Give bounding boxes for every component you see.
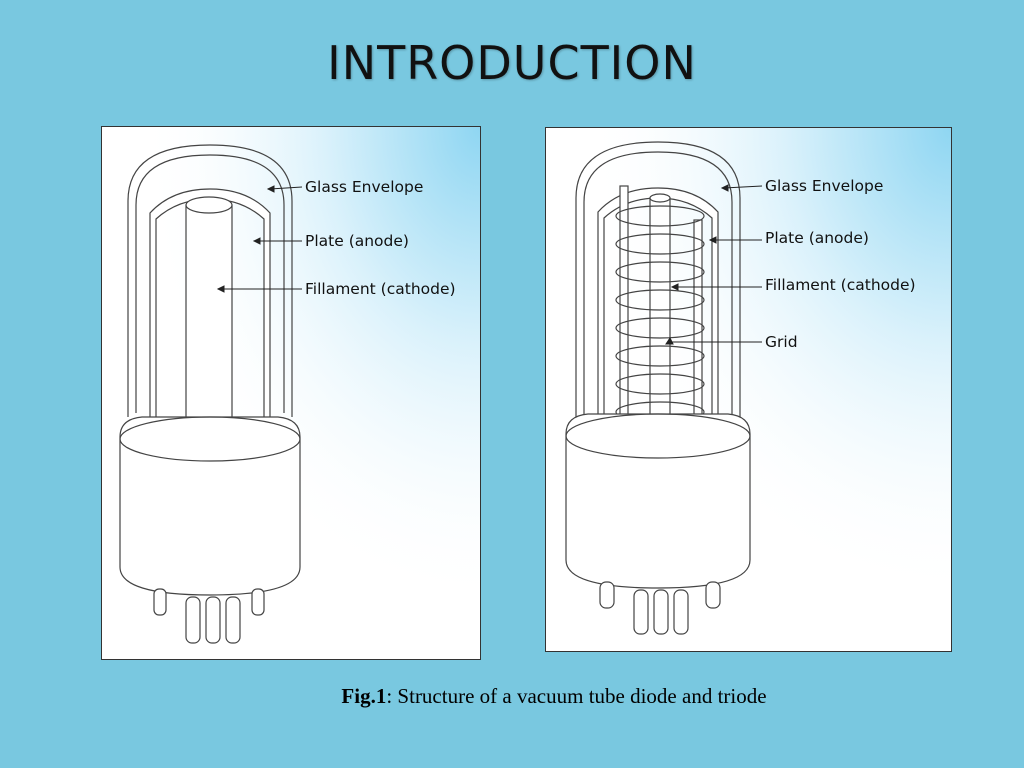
- diode-label-plate: Plate (anode): [305, 232, 409, 250]
- triode-pin: [673, 589, 689, 635]
- triode-pin: [633, 589, 649, 635]
- diode-pin: [153, 588, 167, 616]
- diode-label-glass: Glass Envelope: [305, 178, 423, 196]
- triode-diagram: Glass Envelope Plate (anode) Fillament (…: [546, 128, 951, 651]
- slide-title: INTRODUCTION: [327, 36, 697, 90]
- triode-pin: [705, 581, 721, 609]
- triode-base: [565, 413, 751, 589]
- triode-label-filament: Fillament (cathode): [765, 276, 916, 294]
- figure-caption: Fig.1: Structure of a vacuum tube diode …: [0, 684, 1024, 709]
- diode-diagram: Glass Envelope Plate (anode) Fillament (…: [102, 127, 480, 659]
- diode-pin: [205, 596, 221, 644]
- diode-filament: [185, 204, 233, 456]
- diode-diagram-panel: Glass Envelope Plate (anode) Fillament (…: [101, 126, 481, 660]
- diode-label-filament: Fillament (cathode): [305, 280, 456, 298]
- diode-glass-envelope: [127, 144, 293, 417]
- triode-pin: [653, 589, 669, 635]
- triode-label-plate: Plate (anode): [765, 229, 869, 247]
- figure-caption-text: : Structure of a vacuum tube diode and t…: [386, 684, 767, 708]
- triode-label-glass: Glass Envelope: [765, 177, 883, 195]
- triode-glass-envelope: [575, 141, 741, 418]
- triode-pin: [599, 581, 615, 609]
- triode-diagram-panel: Glass Envelope Plate (anode) Fillament (…: [545, 127, 952, 652]
- diode-pin: [185, 596, 201, 644]
- triode-filament: [649, 197, 671, 449]
- diode-pin: [225, 596, 241, 644]
- diode-pin: [251, 588, 265, 616]
- figure-caption-prefix: Fig.1: [341, 684, 387, 708]
- diode-base: [119, 416, 301, 596]
- triode-label-grid: Grid: [765, 333, 798, 351]
